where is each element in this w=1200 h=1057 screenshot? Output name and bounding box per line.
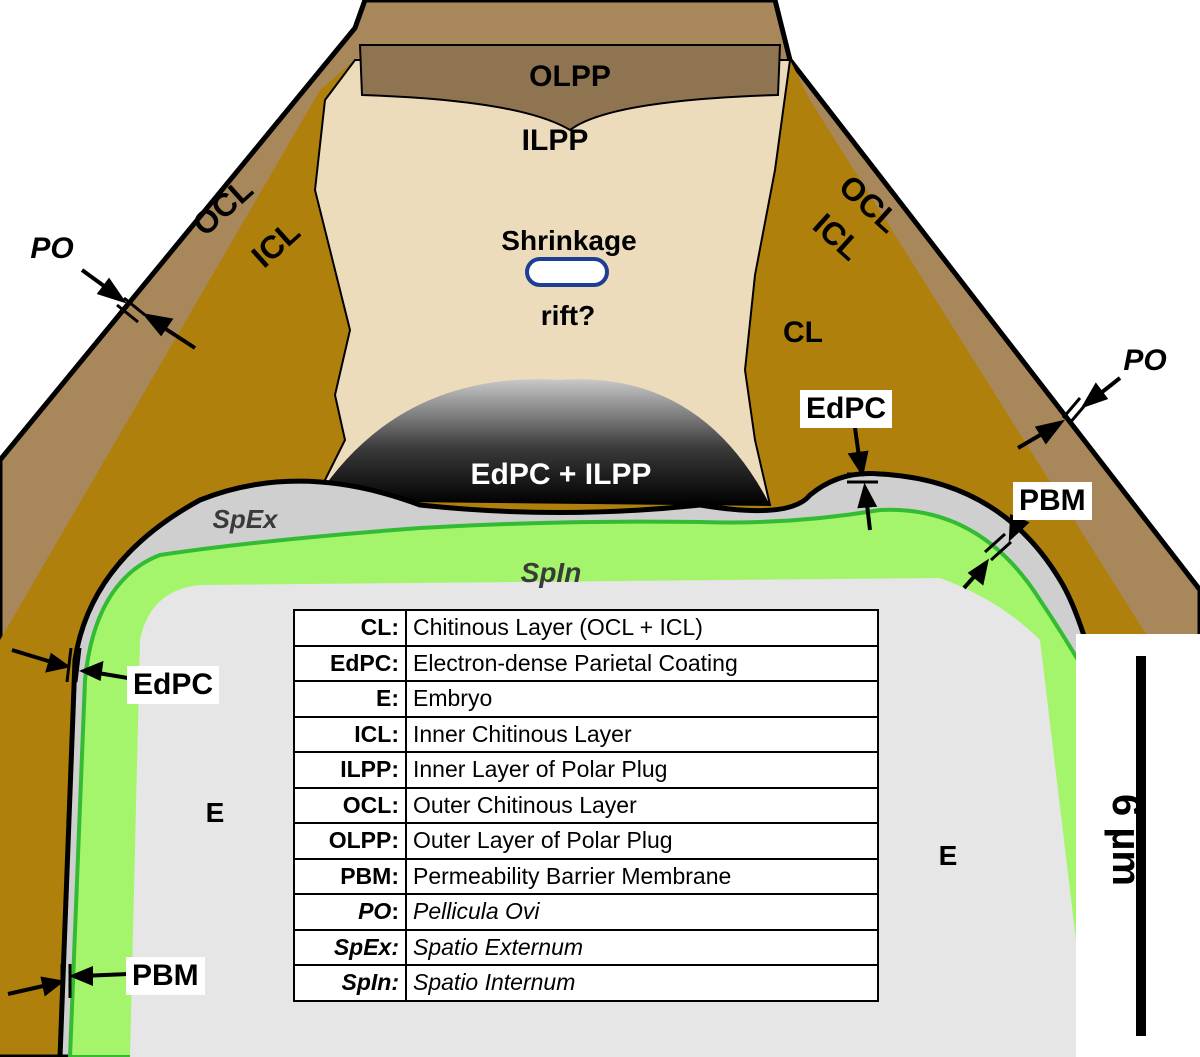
label-po-right: PO: [1123, 344, 1166, 377]
legend-table: CL:Chitinous Layer (OCL + ICL) EdPC:Elec…: [293, 609, 879, 1002]
legend-desc: Embryo: [405, 680, 879, 718]
legend-row: SpIn:Spatio Internum: [293, 964, 879, 1002]
label-spex: SpEx: [212, 504, 279, 534]
legend-abbr: PO:: [293, 893, 407, 931]
legend-abbr: PBM:: [293, 857, 407, 895]
legend-desc: Outer Chitinous Layer: [405, 786, 879, 824]
scale-bar-label: 6 µm: [1104, 794, 1148, 886]
label-cl: CL: [783, 316, 823, 349]
legend-desc: Outer Layer of Polar Plug: [405, 822, 879, 860]
legend-desc: Spatio Internum: [405, 964, 879, 1002]
callout-pbm-left: PBM: [126, 957, 205, 995]
legend-desc: Chitinous Layer (OCL + ICL): [405, 609, 879, 647]
legend-abbr: OLPP:: [293, 822, 407, 860]
label-po-left: PO: [30, 232, 73, 265]
olpp-region: [358, 44, 782, 132]
legend-row: ILPP:Inner Layer of Polar Plug: [293, 751, 879, 789]
legend-row: OCL:Outer Chitinous Layer: [293, 786, 879, 824]
scale-bar: [1136, 656, 1146, 1036]
legend-row: EdPC:Electron-dense Parietal Coating: [293, 644, 879, 682]
label-ilpp: ILPP: [522, 124, 589, 157]
edpc-ilpp-zone: [315, 379, 770, 505]
legend-abbr: EdPC:: [293, 644, 407, 682]
callout-edpc-left: EdPC: [127, 666, 220, 704]
shrinkage-rift-capsule: [525, 257, 609, 287]
legend-desc: Inner Chitinous Layer: [405, 715, 879, 753]
legend-row: OLPP:Outer Layer of Polar Plug: [293, 822, 879, 860]
legend-row: SpEx:Spatio Externum: [293, 928, 879, 966]
label-edpc-ilpp: EdPC + ILPP: [471, 458, 652, 491]
legend-abbr: ICL:: [293, 715, 407, 753]
legend-row: E:Embryo: [293, 680, 879, 718]
legend-row: PBM:Permeability Barrier Membrane: [293, 857, 879, 895]
legend-desc: Inner Layer of Polar Plug: [405, 751, 879, 789]
legend-abbr: OCL:: [293, 786, 407, 824]
callout-pbm-right: PBM: [1013, 482, 1092, 520]
label-embryo-right: E: [939, 840, 958, 871]
legend-abbr: ILPP:: [293, 751, 407, 789]
legend-desc: Permeability Barrier Membrane: [405, 857, 879, 895]
legend-desc: Pellicula Ovi: [405, 893, 879, 931]
legend-abbr: CL:: [293, 609, 407, 647]
legend-abbr-text: PO: [358, 898, 392, 925]
legend-row: PO:Pellicula Ovi: [293, 893, 879, 931]
legend-abbr: E:: [293, 680, 407, 718]
callout-edpc-top: EdPC: [800, 390, 893, 428]
label-olpp: OLPP: [529, 60, 611, 93]
arrows: [7, 268, 1122, 997]
legend-row: ICL:Inner Chitinous Layer: [293, 715, 879, 753]
label-shrinkage: Shrinkage: [501, 225, 636, 256]
label-spin: SpIn: [521, 557, 582, 588]
legend-desc: Spatio Externum: [405, 928, 879, 966]
legend-row: CL:Chitinous Layer (OCL + ICL): [293, 609, 879, 647]
legend-abbr: SpIn:: [293, 964, 407, 1002]
legend-abbr: SpEx:: [293, 928, 407, 966]
legend-desc: Electron-dense Parietal Coating: [405, 644, 879, 682]
label-embryo-left: E: [206, 797, 225, 828]
label-rift: rift?: [541, 300, 595, 331]
